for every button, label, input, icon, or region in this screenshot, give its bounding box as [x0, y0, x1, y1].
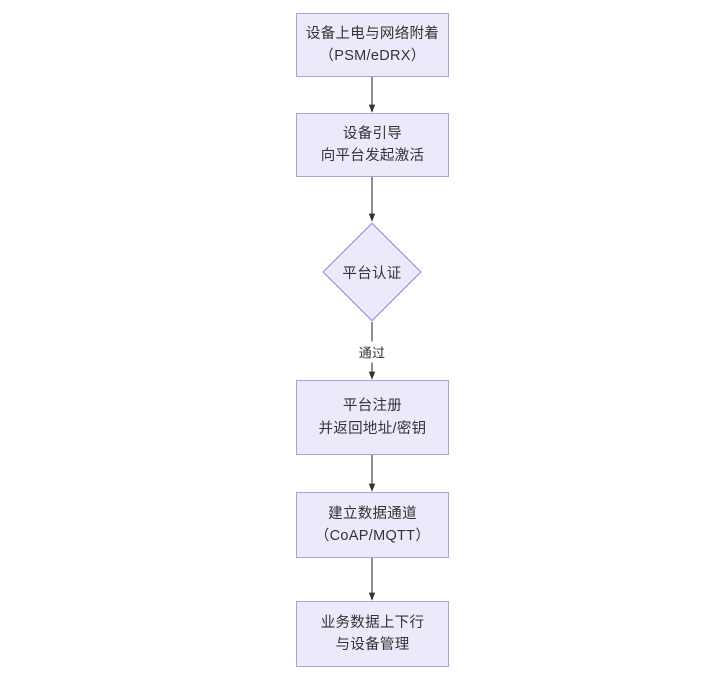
node-label-line: 并返回地址/密钥: [318, 420, 427, 437]
node-label-line: （CoAP/MQTT）: [314, 528, 431, 544]
node-platform-auth-decision[interactable]: 平台认证: [322, 222, 422, 322]
node-label-line: 向平台发起激活: [320, 148, 425, 164]
node-label-line: 平台认证: [342, 265, 402, 282]
node-label-line: （PSM/eDRX）: [319, 48, 426, 64]
edge-label-pass: 通过: [356, 341, 388, 363]
node-business-data[interactable]: 业务数据上下行 与设备管理: [296, 601, 449, 667]
node-label-line: 平台注册: [342, 398, 403, 415]
node-platform-register[interactable]: 平台注册 并返回地址/密钥: [296, 380, 449, 455]
node-data-channel[interactable]: 建立数据通道 （CoAP/MQTT）: [296, 492, 449, 558]
node-device-bootstrap[interactable]: 设备引导 向平台发起激活: [296, 113, 449, 177]
node-label-line: 业务数据上下行: [320, 614, 425, 631]
node-label-line: 建立数据通道: [328, 505, 417, 522]
node-label-line: 设备引导: [342, 125, 403, 142]
node-device-power-on[interactable]: 设备上电与网络附着 （PSM/eDRX）: [296, 13, 449, 77]
node-label-line: 设备上电与网络附着: [305, 25, 440, 42]
diamond-shape: [322, 222, 422, 322]
node-label-line: 与设备管理: [335, 637, 410, 653]
